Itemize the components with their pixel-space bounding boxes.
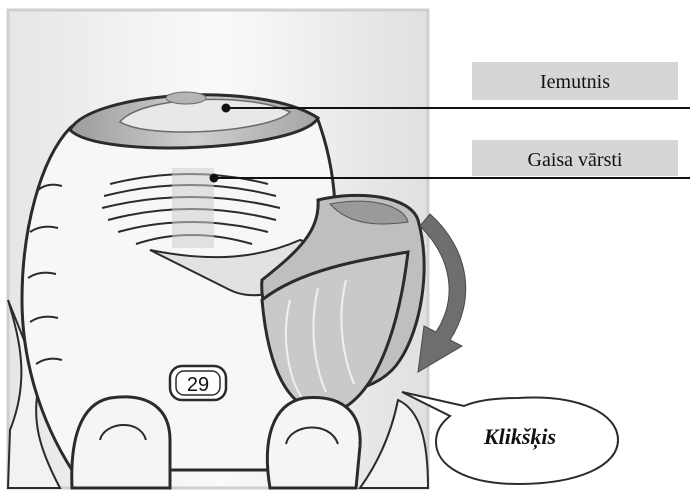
- click-sound-text: Klikšķis: [458, 424, 582, 450]
- air-vents-label: Gaisa vārsti: [472, 140, 678, 176]
- dose-counter-value: 29: [187, 374, 209, 396]
- mouthpiece-label: Iemutnis: [472, 62, 678, 100]
- vents-pointer: [210, 174, 219, 183]
- mouthpiece-hole: [166, 92, 206, 104]
- mouthpiece-pointer: [222, 104, 231, 113]
- left-thumb: [72, 397, 170, 488]
- vents-center-band: [172, 168, 214, 248]
- right-thumb: [267, 397, 360, 488]
